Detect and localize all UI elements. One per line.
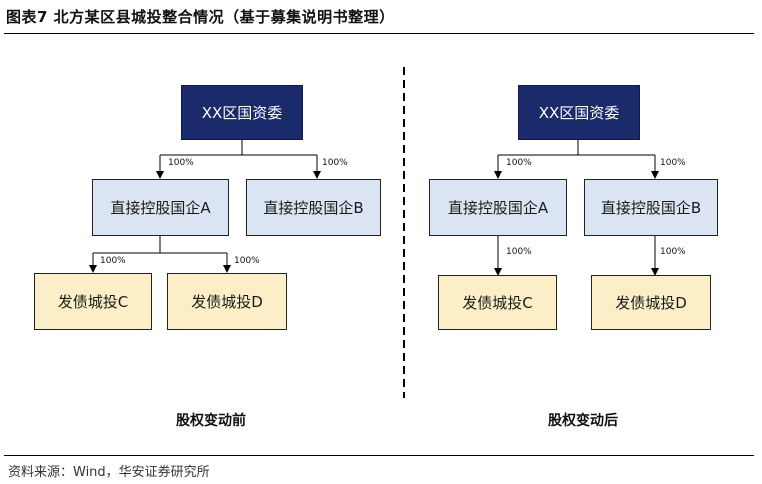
after-soe-a-node: 直接控股国企A [429,179,567,236]
top-rule [4,33,754,34]
source-note: 资料来源：Wind，华安证券研究所 [8,465,210,480]
after-pct-a-c: 100% [506,247,532,257]
before-pct-a-d: 100% [234,256,260,266]
after-lgfv-d-node: 发债城投D [591,275,711,330]
after-pct-gov-b: 100% [660,158,686,168]
bottom-rule [4,455,754,456]
before-pct-gov-b: 100% [322,158,348,168]
before-soe-b-node: 直接控股国企B [246,179,381,236]
after-soe-b-node: 直接控股国企B [584,179,718,236]
after-caption: 股权变动后 [548,413,618,429]
before-soe-a-node: 直接控股国企A [92,179,229,236]
before-a-connector [89,236,231,273]
before-pct-gov-a: 100% [168,158,194,168]
after-gov-connector [494,140,659,179]
before-lgfv-c-node: 发债城投C [34,273,152,330]
before-lgfv-d-node: 发债城投D [167,273,287,330]
after-lgfv-c-node: 发债城投C [438,275,557,330]
figure-title: 图表7 北方某区县城投整合情况（基于募集说明书整理） [6,8,395,26]
before-gov-node: XX区国资委 [181,85,303,140]
before-pct-a-c: 100% [100,256,126,266]
after-pct-gov-a: 100% [506,158,532,168]
after-pct-b-d: 100% [660,247,686,257]
before-caption: 股权变动前 [176,413,246,429]
after-gov-node: XX区国资委 [518,85,640,140]
before-gov-connector [156,140,321,179]
